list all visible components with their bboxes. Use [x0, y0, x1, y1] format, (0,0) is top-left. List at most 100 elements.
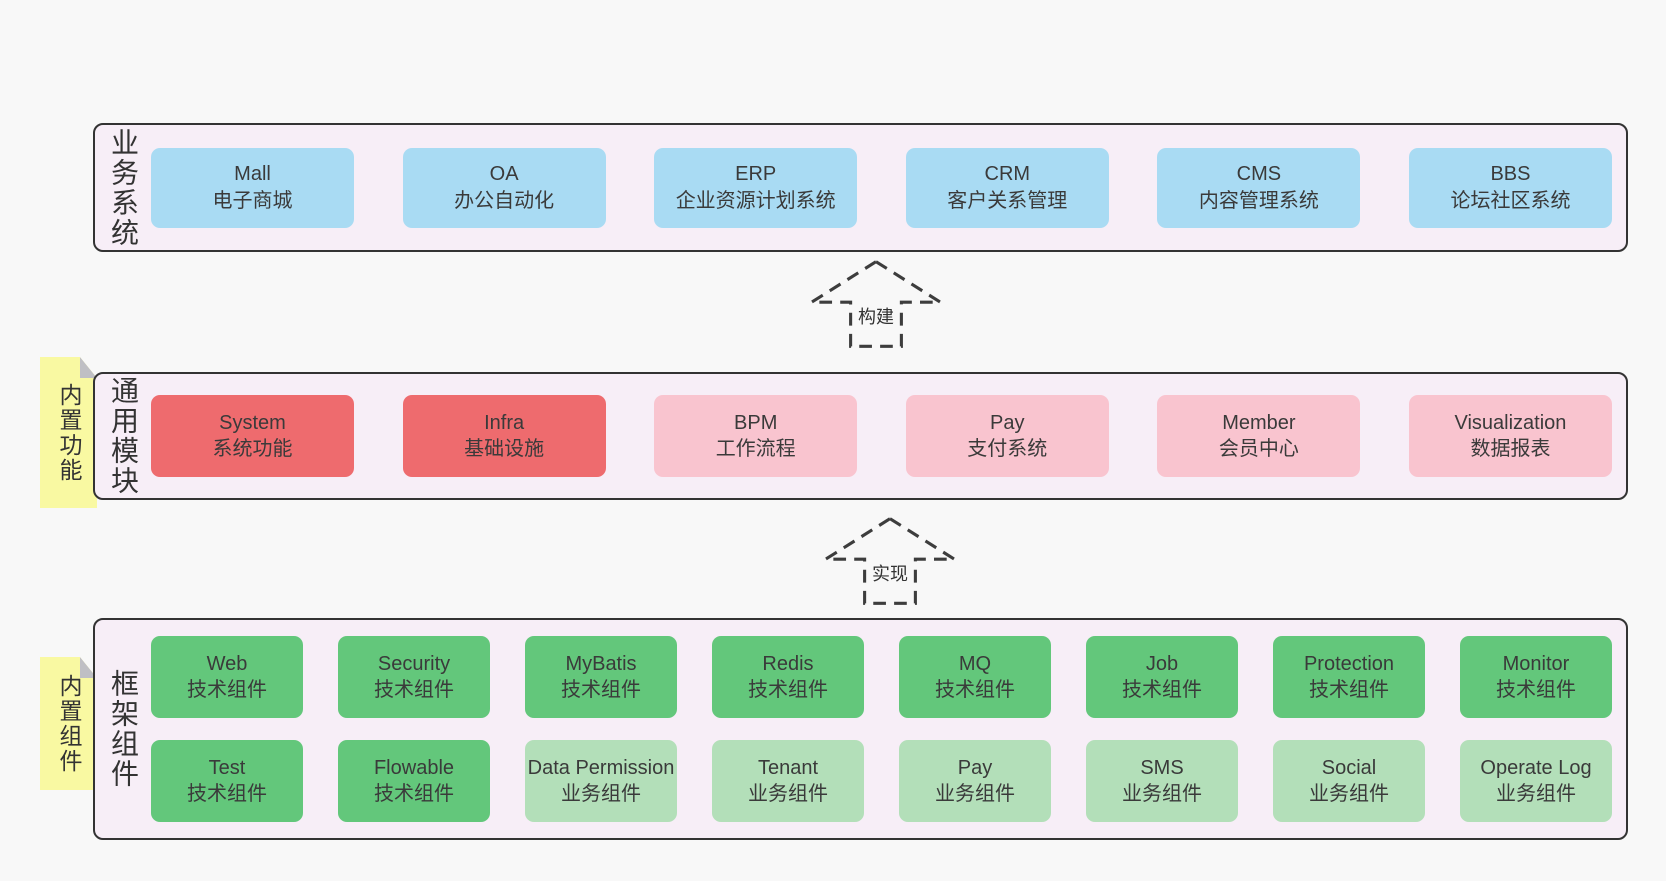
box-pay-component: Pay 业务组件 [899, 740, 1051, 822]
box-operate-log: Operate Log 业务组件 [1460, 740, 1612, 822]
box-desc: 技术组件 [374, 783, 454, 805]
box-name: MyBatis [565, 652, 637, 675]
box-name: MQ [958, 652, 992, 675]
box-name: Flowable [373, 756, 455, 779]
box-name: Redis [762, 652, 814, 675]
box-name: Infra [484, 411, 525, 434]
arrow-build: 构建 [808, 258, 944, 350]
box-desc: 论坛社区系统 [1450, 189, 1571, 212]
box-crm: CRM 客户关系管理 [905, 147, 1109, 228]
arrow-label: 实现 [870, 559, 910, 586]
box-name: System [219, 411, 286, 434]
layer-label-text: 框架组件 [108, 669, 139, 789]
box-visualization: Visualization 数据报表 [1408, 395, 1612, 477]
box-desc: 办公自动化 [454, 189, 555, 212]
box-protection: Protection 技术组件 [1273, 636, 1425, 718]
box-name: Member [1222, 411, 1296, 434]
box-name: CMS [1236, 163, 1282, 186]
box-desc: 系统功能 [212, 438, 293, 460]
box-name: SMS [1140, 756, 1184, 779]
box-bpm: BPM 工作流程 [654, 395, 858, 477]
box-desc: 业务组件 [561, 783, 641, 805]
box-name: Data Permission [527, 756, 675, 779]
box-name: Tenant [757, 756, 819, 779]
layer-label-business: 业务系统 [95, 125, 151, 250]
box-system: System 系统功能 [151, 395, 354, 477]
box-cms: CMS 内容管理系统 [1157, 147, 1361, 228]
box-desc: 技术组件 [748, 679, 828, 701]
box-social: Social 业务组件 [1273, 740, 1425, 822]
box-name: BPM [734, 411, 778, 434]
box-name: Mall [234, 163, 271, 186]
layer-label-framework: 框架组件 [95, 620, 151, 838]
layer-label-text: 通用模块 [108, 376, 139, 496]
layer-framework-components: 框架组件 Web 技术组件 Security 技术组件 MyBatis 技术组件… [93, 618, 1628, 840]
box-infra: Infra 基础设施 [402, 395, 606, 477]
layer-rows: Mall 电子商城 OA 办公自动化 ERP 企业资源计划系统 CRM 客户关系… [151, 125, 1626, 250]
sticky-tab-built-in-features: 内置功能 [40, 357, 97, 508]
box-pay-module: Pay 支付系统 [905, 395, 1109, 477]
box-name: Job [1145, 652, 1179, 675]
box-name: Pay [990, 411, 1025, 434]
box-row: System 系统功能 Infra 基础设施 BPM 工作流程 Pay 支付系统… [151, 395, 1612, 477]
box-mybatis: MyBatis 技术组件 [525, 636, 677, 718]
box-row: Web 技术组件 Security 技术组件 MyBatis 技术组件 Redi… [151, 636, 1612, 718]
box-desc: 数据报表 [1470, 438, 1551, 460]
box-name: BBS [1490, 163, 1531, 186]
box-desc: 业务组件 [1309, 783, 1389, 805]
box-mq: MQ 技术组件 [899, 636, 1051, 718]
box-name: Monitor [1502, 652, 1570, 675]
box-name: OA [489, 163, 519, 186]
box-oa: OA 办公自动化 [402, 147, 606, 228]
box-name: Operate Log [1480, 756, 1592, 779]
layer-rows: System 系统功能 Infra 基础设施 BPM 工作流程 Pay 支付系统… [151, 374, 1626, 498]
box-desc: 业务组件 [935, 783, 1015, 805]
box-name: Social [1321, 756, 1377, 779]
box-bbs: BBS 论坛社区系统 [1408, 147, 1612, 228]
box-name: Security [377, 652, 451, 675]
layer-label-modules: 通用模块 [95, 374, 151, 498]
box-name: Test [208, 756, 246, 779]
layer-rows: Web 技术组件 Security 技术组件 MyBatis 技术组件 Redi… [151, 620, 1626, 838]
box-redis: Redis 技术组件 [712, 636, 864, 718]
box-name: Visualization [1454, 411, 1567, 434]
box-desc: 技术组件 [1496, 679, 1576, 701]
box-job: Job 技术组件 [1086, 636, 1238, 718]
box-sms: SMS 业务组件 [1086, 740, 1238, 822]
arrow-label: 构建 [856, 302, 896, 329]
box-row: Test 技术组件 Flowable 技术组件 Data Permission … [151, 740, 1612, 822]
box-web: Web 技术组件 [151, 636, 303, 718]
box-desc: 业务组件 [1122, 783, 1202, 805]
box-data-permission: Data Permission 业务组件 [525, 740, 677, 822]
box-name: CRM [984, 163, 1031, 186]
box-desc: 电子商城 [212, 189, 293, 212]
box-desc: 技术组件 [935, 679, 1015, 701]
box-member: Member 会员中心 [1157, 395, 1361, 477]
box-desc: 客户关系管理 [947, 189, 1068, 212]
box-row: Mall 电子商城 OA 办公自动化 ERP 企业资源计划系统 CRM 客户关系… [151, 147, 1612, 228]
box-name: Web [206, 652, 248, 675]
box-name: Protection [1303, 652, 1395, 675]
box-desc: 技术组件 [374, 679, 454, 701]
tab-label: 内置功能 [56, 382, 82, 483]
box-desc: 技术组件 [187, 783, 267, 805]
box-test: Test 技术组件 [151, 740, 303, 822]
layer-label-text: 业务系统 [108, 127, 139, 248]
box-desc: 会员中心 [1218, 438, 1299, 460]
layer-business-systems: 业务系统 Mall 电子商城 OA 办公自动化 ERP 企业资源计划系统 CRM [93, 123, 1628, 252]
sticky-tab-built-in-components: 内置组件 [40, 657, 97, 790]
arrow-implement: 实现 [822, 515, 958, 607]
box-monitor: Monitor 技术组件 [1460, 636, 1612, 718]
box-mall: Mall 电子商城 [151, 147, 354, 228]
box-desc: 支付系统 [967, 438, 1048, 460]
box-tenant: Tenant 业务组件 [712, 740, 864, 822]
box-name: Pay [957, 756, 993, 779]
box-desc: 内容管理系统 [1198, 189, 1319, 212]
box-desc: 技术组件 [561, 679, 641, 701]
box-name: ERP [735, 163, 777, 186]
box-desc: 技术组件 [187, 679, 267, 701]
box-security: Security 技术组件 [338, 636, 490, 718]
box-desc: 工作流程 [715, 438, 796, 460]
box-desc: 技术组件 [1309, 679, 1389, 701]
